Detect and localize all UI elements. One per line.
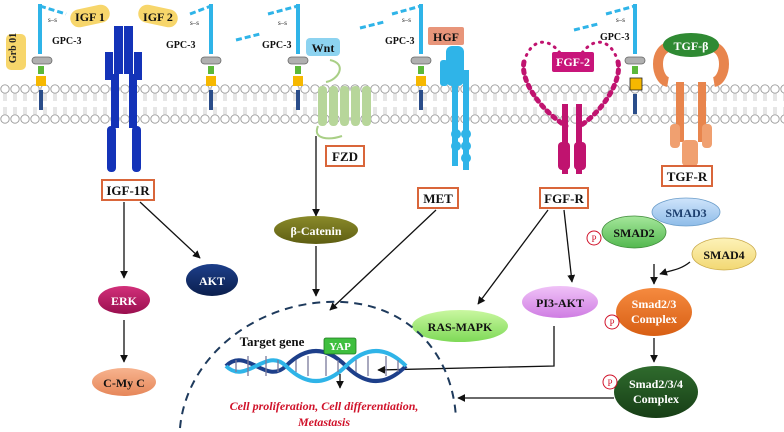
wnt-label: Wnt — [312, 41, 335, 55]
igf1r-receptor — [105, 26, 142, 172]
arrow-fgfr-ras — [477, 209, 549, 305]
tgfb-label: TGF-β — [674, 39, 709, 53]
gpc3-label: GPC-3 — [262, 40, 291, 51]
tgfr-label-box: TGF-R — [661, 165, 713, 187]
ss-bond-label: s–s — [402, 16, 411, 24]
gpc3-label: GPC-3 — [166, 40, 195, 51]
beta-catenin-node: β-Catenin — [274, 216, 358, 244]
ss-bond-label: s–s — [278, 19, 287, 27]
igf1-label: IGF 1 — [75, 10, 105, 24]
smad23-label-line1: Smad2/3 — [632, 297, 677, 311]
fgf2-label: FGF-2 — [556, 55, 590, 69]
gpc3-group-1: s–s GPC-3 — [31, 4, 81, 110]
yap-tag: YAP — [323, 337, 357, 355]
dna-helix — [224, 349, 408, 383]
fgfr-label: FGF-R — [544, 191, 584, 206]
gpc3-label: GPC-3 — [385, 36, 414, 47]
grb01-tag: Grb 01 — [6, 33, 26, 70]
akt-node: AKT — [186, 264, 238, 296]
fgfr-label-box: FGF-R — [539, 187, 589, 209]
smad234-complex-node: Smad2/3/4 Complex — [614, 366, 698, 418]
phospho-label: P — [609, 318, 614, 328]
gpc3-label: GPC-3 — [52, 36, 81, 47]
igf2-label: IGF 2 — [143, 10, 173, 24]
grb01-label: Grb 01 — [8, 33, 19, 63]
gpc3-group-2: s–s GPC-3 — [166, 4, 222, 110]
arrow-met-nucleus — [329, 209, 437, 311]
smad23-label-line2: Complex — [631, 312, 677, 326]
hgf-label: HGF — [433, 30, 459, 44]
outcome-line2: Metastasis — [297, 415, 350, 429]
fzd-label: FZD — [332, 149, 358, 164]
smad2-phospho: P — [586, 230, 602, 246]
nuclear-envelope — [179, 300, 457, 429]
arrow-fgfr-pi3 — [563, 209, 576, 283]
wnt-ligand: Wnt — [306, 38, 340, 56]
smad4-label: SMAD4 — [703, 248, 744, 262]
tgfr-label: TGF-R — [667, 169, 708, 184]
gpc3-group-3: s–s GPC-3 — [235, 4, 309, 110]
smad2-node: SMAD2 — [601, 215, 667, 249]
smad3-node: SMAD3 — [651, 197, 721, 227]
hgf-ligand: HGF — [428, 27, 464, 45]
gpc3-group-5: s–s GPC-3 — [573, 4, 646, 114]
ss-bond-label: s–s — [616, 16, 625, 24]
pi3-akt-label: PI3-AKT — [536, 296, 584, 310]
phospho-label: P — [607, 378, 612, 388]
cmyc-node: C-My C — [92, 368, 156, 396]
smad234-phospho: P — [602, 374, 618, 390]
outcome-line1: Cell proliferation, Cell differentiation… — [230, 399, 419, 413]
pi3-akt-node: PI3-AKT — [522, 286, 598, 318]
gpc3-group-4: s–s GPC-3 — [359, 4, 432, 110]
igf1r-label-box: IGF-1R — [101, 179, 155, 201]
igf1-ligand: IGF 1 — [70, 4, 110, 28]
cmyc-label: C-My C — [103, 376, 145, 390]
met-label-box: MET — [417, 187, 459, 209]
smad234-label-line2: Complex — [633, 392, 679, 406]
beta-catenin-label: β-Catenin — [291, 224, 342, 238]
yap-label: YAP — [329, 341, 351, 353]
tgfb-ligand: TGF-β — [663, 33, 719, 57]
igf1r-label: IGF-1R — [106, 183, 150, 198]
smad23-complex-node: Smad2/3 Complex — [616, 288, 692, 336]
erk-node: ERK — [98, 286, 150, 314]
arrow-pi3-nucleus — [377, 326, 555, 374]
phospho-label: P — [591, 234, 596, 244]
igf2-ligand: IGF 2 — [138, 4, 178, 28]
ras-mapk-node: RAS-MAPK — [412, 310, 508, 342]
fgf2-ligand: FGF-2 — [552, 52, 594, 72]
gpc3-label: GPC-3 — [600, 32, 629, 43]
met-receptor — [440, 46, 471, 170]
smad2-label: SMAD2 — [613, 226, 654, 240]
ss-bond-label: s–s — [190, 19, 199, 27]
ss-bond-label: s–s — [48, 16, 57, 24]
target-gene-label: Target gene — [240, 334, 305, 349]
smad3-label: SMAD3 — [665, 206, 706, 220]
met-label: MET — [423, 191, 453, 206]
arrow-igf1r-akt — [139, 201, 201, 259]
smad23-phospho: P — [604, 314, 620, 330]
smad4-node: SMAD4 — [691, 237, 757, 271]
fzd-receptor — [315, 59, 371, 140]
fgfr-receptor — [521, 40, 622, 174]
ras-mapk-label: RAS-MAPK — [428, 320, 493, 334]
fzd-label-box: FZD — [325, 145, 365, 167]
smad234-label-line1: Smad2/3/4 — [629, 377, 683, 391]
pathway-arrows — [120, 136, 691, 402]
erk-label: ERK — [111, 294, 138, 308]
akt-label: AKT — [199, 274, 225, 288]
arrow-smad4-complex — [659, 261, 691, 276]
